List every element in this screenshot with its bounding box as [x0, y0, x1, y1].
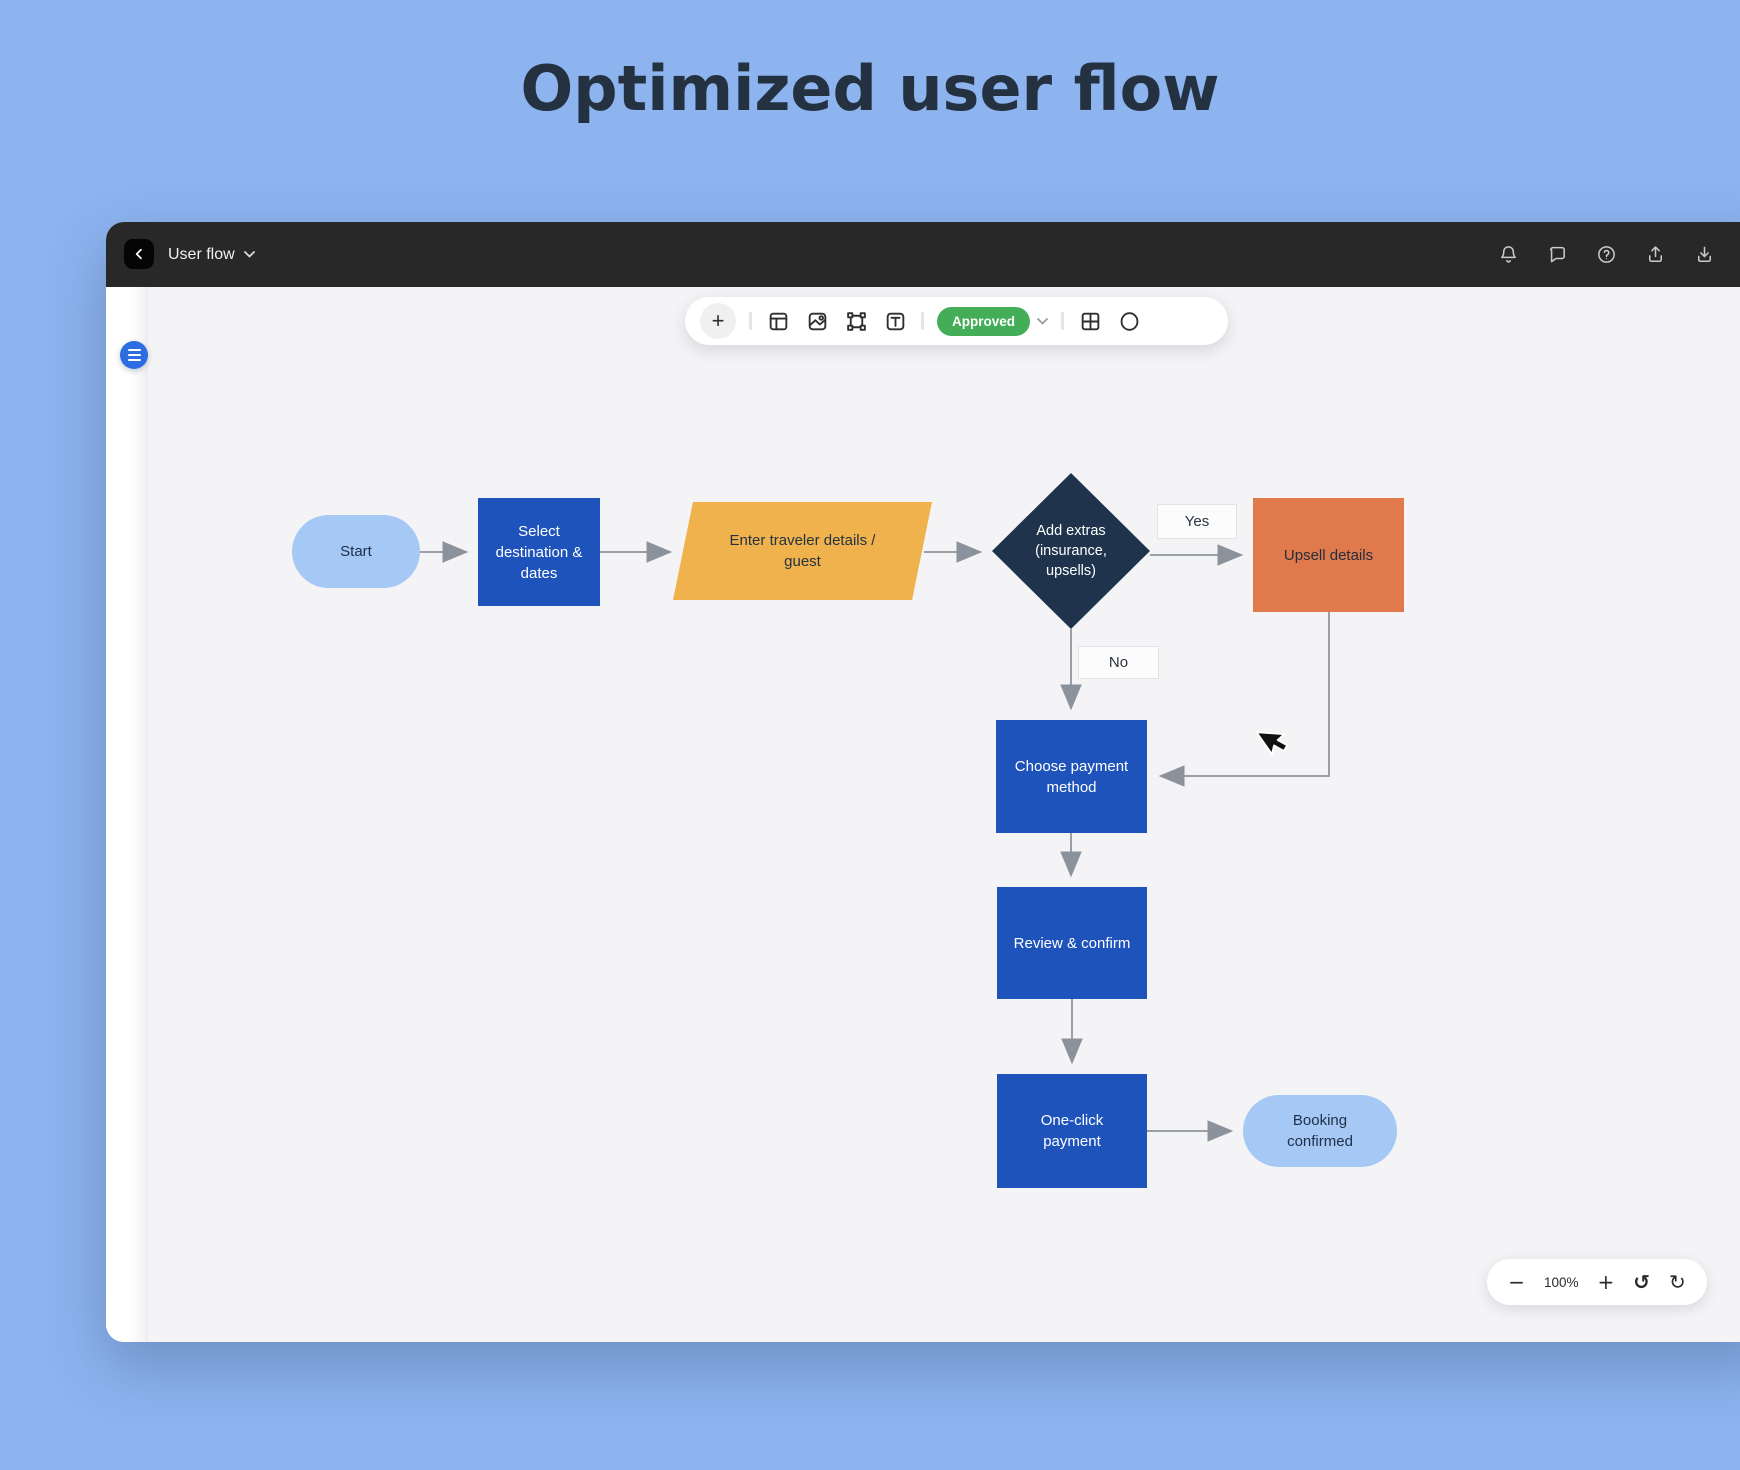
flow-node-start[interactable]: Start — [292, 515, 420, 588]
shape-icon[interactable] — [1116, 308, 1142, 334]
share-icon[interactable] — [1644, 244, 1666, 266]
chevron-down-icon — [243, 251, 255, 258]
window-topbar: User flow — [106, 222, 1740, 287]
page-title: Optimized user flow — [520, 52, 1220, 125]
download-icon[interactable] — [1693, 244, 1715, 266]
zoom-level[interactable]: 100% — [1543, 1274, 1579, 1290]
flow-node-one-click-payment[interactable]: One-click payment — [997, 1074, 1147, 1188]
flow-node-upsell-details[interactable]: Upsell details — [1253, 498, 1404, 612]
board-name-label: User flow — [168, 245, 235, 263]
redo-icon[interactable]: ↻ — [1669, 1270, 1686, 1294]
zoom-out-button[interactable]: − — [1508, 1270, 1525, 1294]
divider — [921, 312, 924, 330]
chevron-left-icon — [132, 247, 146, 261]
flow-node-enter-traveler-details[interactable]: Enter traveler details / guest — [673, 502, 932, 600]
zoom-controls: − 100% + ↺ ↻ — [1487, 1259, 1707, 1305]
image-icon[interactable] — [804, 308, 830, 334]
divider — [1061, 312, 1065, 330]
floating-toolbar: + Approved — [685, 297, 1228, 345]
flow-node-booking-confirmed[interactable]: Booking confirmed — [1243, 1095, 1397, 1167]
board-name-menu[interactable]: User flow — [168, 222, 255, 287]
flow-node-add-extras[interactable]: Add extras (insurance, upsells) — [992, 473, 1150, 629]
flow-connectors — [420, 541, 1330, 1142]
canvas[interactable]: + Approved — [106, 287, 1740, 1342]
undo-icon[interactable]: ↺ — [1633, 1270, 1651, 1294]
bell-icon[interactable] — [1497, 244, 1519, 266]
flow-node-choose-payment[interactable]: Choose payment method — [996, 720, 1147, 833]
table-icon[interactable] — [1077, 308, 1103, 334]
mouse-cursor-icon — [1250, 711, 1303, 764]
back-button[interactable] — [124, 239, 154, 269]
flow-node-review-confirm[interactable]: Review & confirm — [997, 887, 1147, 999]
status-dropdown[interactable]: Approved — [937, 306, 1048, 336]
menu-button[interactable] — [120, 341, 148, 369]
app-window: User flow — [106, 222, 1740, 1342]
flow-node-select-destination[interactable]: Select destination & dates — [478, 498, 600, 606]
comment-icon[interactable] — [1546, 244, 1568, 266]
edge-label-yes[interactable]: Yes — [1157, 504, 1237, 539]
zoom-in-button[interactable]: + — [1597, 1270, 1615, 1294]
divider — [749, 312, 752, 330]
edge-label-no[interactable]: No — [1078, 646, 1159, 679]
status-badge[interactable]: Approved — [937, 306, 1031, 336]
help-icon[interactable] — [1595, 244, 1617, 266]
add-button[interactable]: + — [700, 303, 736, 339]
select-transform-icon[interactable] — [843, 308, 869, 334]
frame-icon[interactable] — [765, 308, 791, 334]
left-panel-strip — [106, 287, 148, 1342]
text-icon[interactable] — [882, 308, 908, 334]
chevron-down-icon — [1037, 317, 1048, 325]
topbar-actions — [1497, 222, 1740, 287]
